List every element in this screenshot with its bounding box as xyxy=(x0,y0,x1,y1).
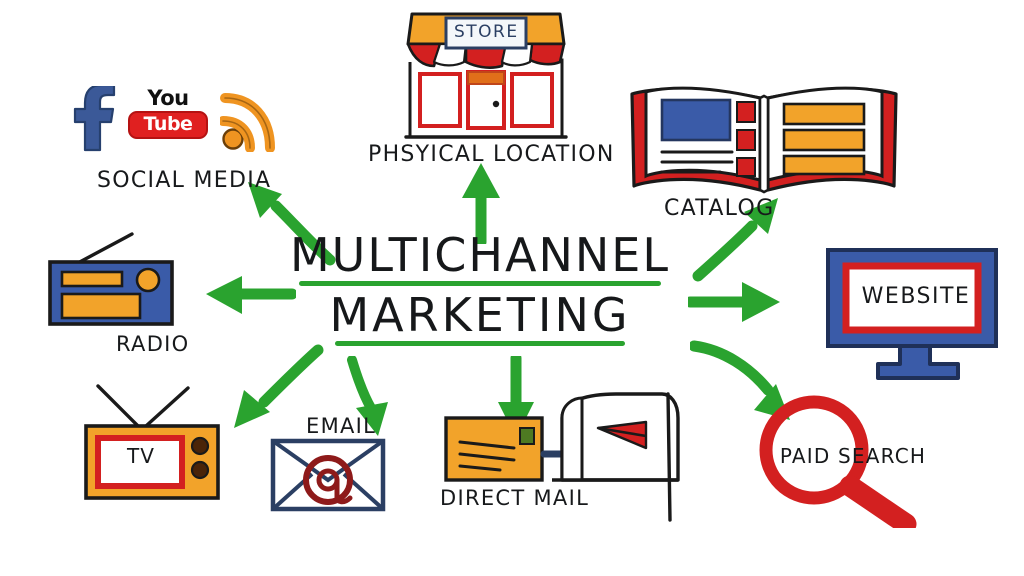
channel-paid-search[interactable]: PAID SEARCH xyxy=(738,392,953,535)
letter-icon xyxy=(444,416,544,482)
label-email: EMAIL xyxy=(306,414,377,438)
arrow-to-catalog xyxy=(692,198,778,282)
rss-icon xyxy=(220,93,275,152)
youtube-top-word: You xyxy=(147,86,189,110)
radio-icon xyxy=(48,232,174,326)
mailbox-icon xyxy=(552,392,680,522)
store-sign-text: STORE xyxy=(454,22,519,42)
storefront-icon xyxy=(404,12,568,139)
channel-physical-location[interactable]: STORE xyxy=(388,4,584,144)
arrow-to-website xyxy=(688,282,780,322)
title-line-2: MARKETING xyxy=(329,287,631,342)
magnifying-glass-icon xyxy=(759,395,917,535)
label-social-media: SOCIAL MEDIA xyxy=(97,168,272,193)
open-book-icon xyxy=(630,86,898,194)
youtube-bottom-word: Tube xyxy=(128,111,208,139)
tv-screen-text: TV xyxy=(127,444,155,468)
label-physical-location: PHSYICAL LOCATION xyxy=(368,142,615,167)
television-icon xyxy=(84,384,220,500)
channel-website[interactable]: WEBSITE xyxy=(818,244,1014,384)
arrow-to-tv xyxy=(234,344,324,428)
channel-social-media[interactable]: You Tube xyxy=(62,82,277,197)
arrow-to-physical-location xyxy=(462,163,500,244)
monitor-icon xyxy=(826,248,998,380)
title-underline-2 xyxy=(335,340,625,346)
label-catalog: CATALOG xyxy=(664,196,775,221)
channel-radio[interactable] xyxy=(36,232,196,342)
facebook-icon xyxy=(73,86,116,152)
channel-direct-mail[interactable] xyxy=(440,392,690,522)
envelope-at-icon xyxy=(270,438,386,512)
youtube-icon: You Tube xyxy=(128,88,208,139)
channel-catalog[interactable] xyxy=(624,72,904,202)
label-radio: RADIO xyxy=(116,332,190,356)
arrow-to-social-media xyxy=(248,182,336,266)
arrow-to-email xyxy=(347,356,388,436)
label-direct-mail: DIRECT MAIL xyxy=(440,486,590,510)
arrow-to-radio xyxy=(206,276,296,314)
direct-mail-icon xyxy=(444,392,680,522)
channel-email[interactable] xyxy=(268,436,388,514)
title-underline-1 xyxy=(299,280,661,286)
title-line-1: MULTICHANNEL xyxy=(289,228,670,282)
channel-tv[interactable]: TV xyxy=(76,382,236,507)
page-title: MULTICHANNEL MARKETING xyxy=(280,232,680,352)
